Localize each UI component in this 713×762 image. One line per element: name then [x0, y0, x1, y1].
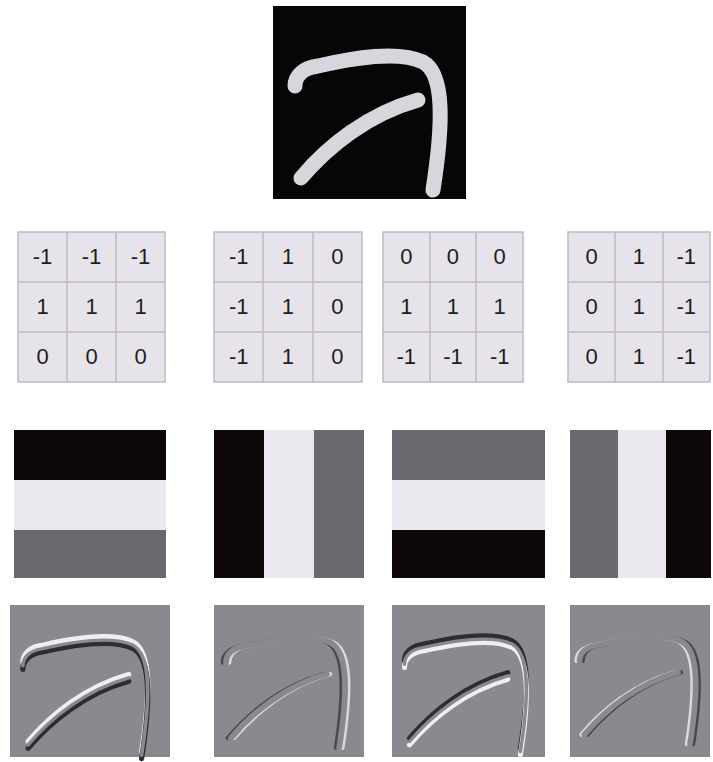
feature-map — [392, 605, 545, 757]
kernel-visual — [214, 430, 364, 578]
kernel-grid — [214, 232, 362, 382]
kernel-weight: 0 — [116, 332, 165, 382]
kernel-visual — [14, 430, 166, 578]
kernel-grid — [568, 232, 710, 382]
kernel-weight: 1 — [116, 282, 165, 332]
kernel-weight: 1 — [18, 282, 67, 332]
kernel-weight: 0 — [568, 282, 615, 332]
input-digit-image — [273, 6, 466, 199]
kernel-weight: 1 — [263, 332, 312, 382]
kernel-weight: 1 — [615, 332, 662, 382]
feature-map — [570, 605, 710, 757]
feature-map — [214, 605, 364, 757]
kernel-weight: 1 — [263, 282, 312, 332]
kernel-weight: -1 — [214, 232, 263, 282]
kernel-weight: 0 — [313, 232, 362, 282]
kernel-weight: -1 — [383, 332, 430, 382]
kernel-weight: -1 — [663, 282, 710, 332]
kernel-weight: 0 — [313, 282, 362, 332]
kernel-weight: -1 — [663, 332, 710, 382]
kernel-grid — [18, 232, 165, 382]
kernel-weight: -1 — [663, 232, 710, 282]
kernel-weight: 0 — [476, 232, 523, 282]
kernel-weight: -1 — [214, 282, 263, 332]
kernel-weight: 0 — [568, 232, 615, 282]
kernel-weight: -1 — [67, 232, 116, 282]
kernel-weight: 1 — [383, 282, 430, 332]
kernel-weight: 1 — [476, 282, 523, 332]
kernel-weight: -1 — [214, 332, 263, 382]
kernel-weight: 0 — [313, 332, 362, 382]
kernel-visual — [392, 430, 545, 578]
kernel-weight: 1 — [67, 282, 116, 332]
kernel-grids — [18, 232, 710, 382]
kernel-weight: -1 — [18, 232, 67, 282]
kernel-weight: 1 — [430, 282, 477, 332]
kernel-weight: 0 — [568, 332, 615, 382]
kernel-weight: 1 — [615, 232, 662, 282]
kernel-weight: 0 — [18, 332, 67, 382]
kernel-weight: 1 — [615, 282, 662, 332]
kernel-weight: 1 — [263, 232, 312, 282]
kernel-weight: 0 — [383, 232, 430, 282]
kernel-weight: 0 — [430, 232, 477, 282]
feature-map — [10, 605, 170, 759]
kernel-weight: -1 — [116, 232, 165, 282]
kernel-weight: -1 — [430, 332, 477, 382]
kernel-visual — [570, 430, 711, 578]
kernel-weight: 0 — [67, 332, 116, 382]
kernel-weight: -1 — [476, 332, 523, 382]
kernel-grid — [383, 232, 523, 382]
